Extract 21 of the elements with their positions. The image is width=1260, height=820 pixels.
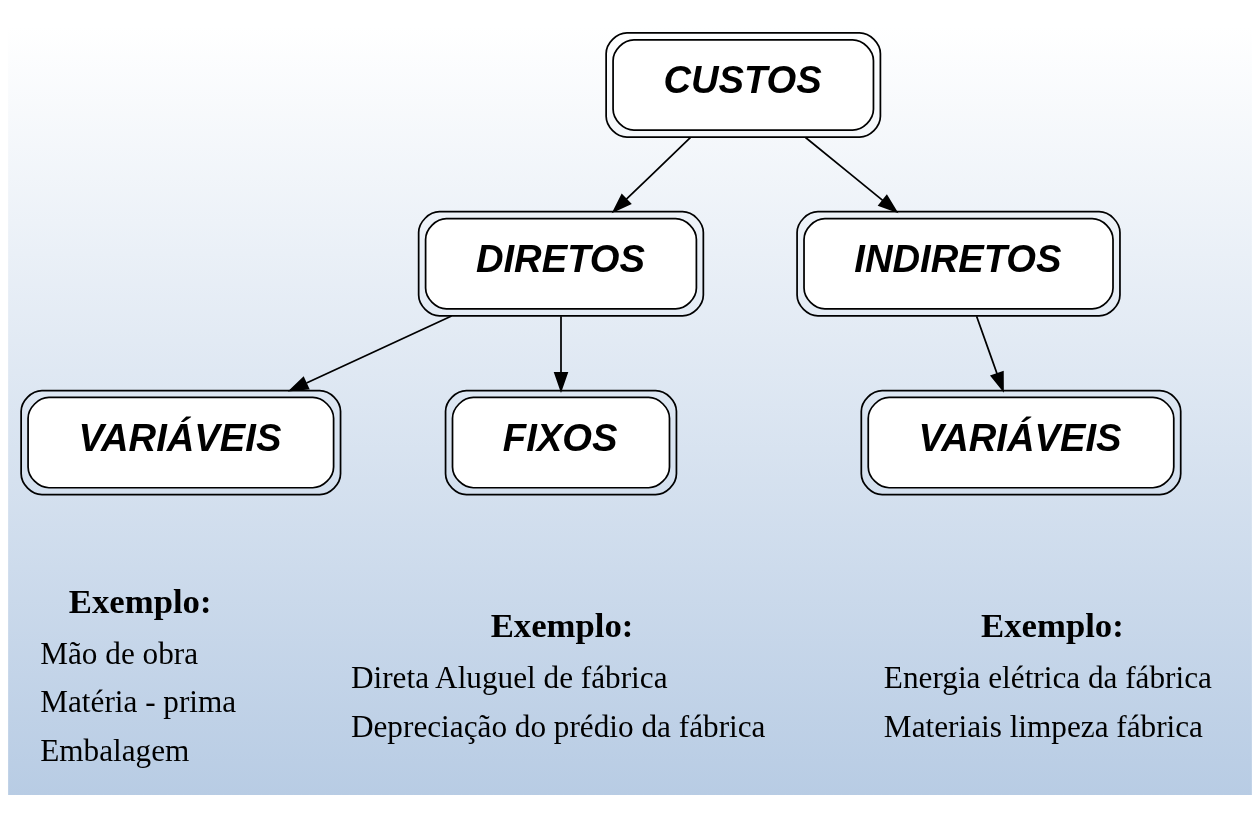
label: Exemplo:: [981, 605, 1124, 645]
label: Embalagem: [40, 732, 190, 768]
arrow: [553, 314, 569, 393]
node-box: CUSTOS: [605, 31, 882, 138]
node-box: VARIÁVEIS: [20, 389, 342, 496]
label: Materiais limpeza fábrica: [883, 708, 1203, 744]
node-box: DIRETOS: [417, 210, 705, 317]
arrow: [804, 136, 899, 213]
label: Matéria - prima: [40, 683, 237, 719]
arrow: [611, 136, 692, 213]
node-box: VARIÁVEIS: [860, 389, 1182, 496]
arrow: [287, 314, 453, 392]
node-box: INDIRETOS: [796, 210, 1121, 317]
label: Energia elétrica da fábrica: [883, 659, 1212, 695]
node-box: FIXOS: [444, 389, 678, 496]
label: Exemplo:: [68, 581, 212, 621]
label: Exemplo:: [490, 605, 634, 645]
label: Mão de obra: [40, 635, 199, 671]
arrow: [975, 314, 1004, 393]
label: Depreciação do prédio da fábrica: [350, 708, 766, 744]
label: Direta Aluguel de fábrica: [350, 659, 668, 695]
